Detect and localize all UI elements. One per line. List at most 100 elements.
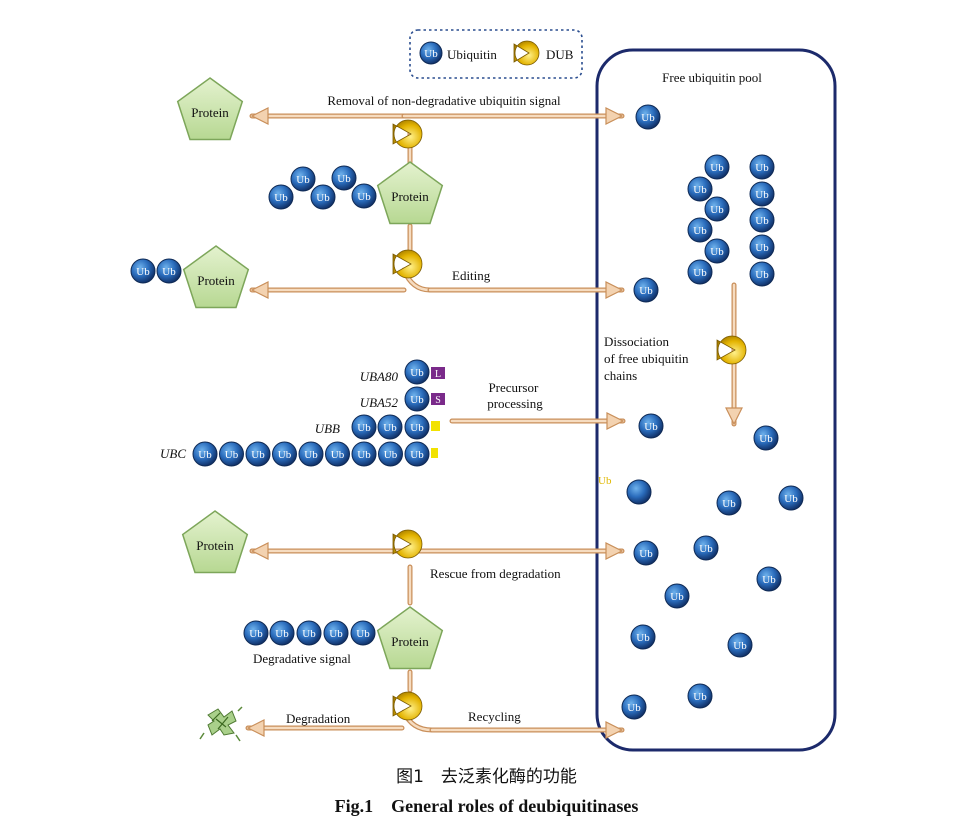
ubiquitin-free: Ub <box>635 104 661 130</box>
ubiquitin-ubc: Ub <box>245 441 271 467</box>
svg-text:Ub: Ub <box>641 112 655 124</box>
svg-text:Ub: Ub <box>302 628 316 640</box>
svg-text:Ub: Ub <box>722 498 736 510</box>
ubiquitin-pool-chain-a: Ub <box>704 238 730 264</box>
ubiquitin-ubc: Ub <box>298 441 324 467</box>
degraded-protein-icon <box>199 706 243 742</box>
svg-text:Ub: Ub <box>710 204 724 216</box>
gene-ubc: UBC <box>160 446 186 461</box>
label-degradative-signal: Degradative signal <box>253 651 351 666</box>
protein-degradative: Protein <box>376 606 444 670</box>
svg-text:Ub: Ub <box>755 189 769 201</box>
label-removal: Removal of non-degradative ubiquitin sig… <box>327 93 561 108</box>
figure-caption-chinese: 图1 去泛素化酶的功能 <box>396 767 577 787</box>
label-rescue: Rescue from degradation <box>430 566 561 581</box>
svg-text:Ub: Ub <box>644 421 658 433</box>
svg-text:Ub: Ub <box>693 225 707 237</box>
label-precursor: Precursor processing <box>487 380 543 411</box>
arrow-recycling-to-pool <box>429 721 625 739</box>
protein-editing: Protein <box>182 245 250 309</box>
svg-text:Ub: Ub <box>693 267 707 279</box>
label-recycling: Recycling <box>468 709 521 724</box>
ubiquitin-free: Ub <box>727 632 753 658</box>
ubiquitin-pool-chain-b: Ub <box>749 181 775 207</box>
ubiquitin-ubc: Ub <box>351 441 377 467</box>
svg-text:Ub: Ub <box>410 394 424 406</box>
svg-text:Ub: Ub <box>410 422 424 434</box>
ubiquitin-pool-chain-b: Ub <box>749 261 775 287</box>
tag-ubc-end <box>431 448 438 458</box>
svg-text:Ub: Ub <box>639 285 653 297</box>
svg-text:Protein: Protein <box>197 273 235 288</box>
figure-caption-english: Fig.1 General roles of deubiquitinases <box>334 796 639 816</box>
arrow-precursor-to-pool <box>449 412 626 430</box>
svg-text:Ub: Ub <box>296 174 310 186</box>
ubiquitin-pool-chain-a: Ub <box>687 176 713 202</box>
dub-enzymes <box>392 119 747 721</box>
dub-editing <box>392 249 423 279</box>
precursor-genes: UBA80 UBA52 UBB UBC L S <box>160 367 445 461</box>
ubiquitin-free: Ub <box>638 413 664 439</box>
label-degradation: Degradation <box>286 711 351 726</box>
svg-text:Ub: Ub <box>357 191 371 203</box>
protein-top: Protein <box>176 77 244 141</box>
svg-text:Ub: Ub <box>331 449 345 461</box>
svg-text:Ub: Ub <box>278 449 292 461</box>
ubiquitin-ubb: Ub <box>351 414 377 440</box>
dub-degradation <box>392 691 423 721</box>
svg-text:Ub: Ub <box>759 433 773 445</box>
protein-polyub: Protein <box>376 161 444 225</box>
svg-text:Ub: Ub <box>136 266 150 278</box>
ubiquitin-pool-chain-a: Ub <box>704 196 730 222</box>
svg-text:Ub: Ub <box>316 192 330 204</box>
gene-ubb: UBB <box>315 421 340 436</box>
svg-text:Ub: Ub <box>784 493 798 505</box>
label-loose-ub: Ub <box>598 475 612 487</box>
svg-text:Ub: Ub <box>733 640 747 652</box>
svg-text:Ub: Ub <box>755 215 769 227</box>
ubiquitin-degradative-chain: Ub <box>296 620 322 646</box>
ubiquitin-free: Ub <box>693 535 719 561</box>
ubiquitin-pool-chain-b: Ub <box>749 154 775 180</box>
ubiquitin-degradative-chain: Ub <box>243 620 269 646</box>
ubiquitin-free: Ub <box>687 683 713 709</box>
ubiquitin-chain-top: Ub <box>310 184 336 210</box>
svg-text:Ub: Ub <box>710 246 724 258</box>
tag-ubb-end <box>431 421 440 431</box>
ubiquitin-ubc: Ub <box>378 441 403 467</box>
ubiquitin-ubb: Ub <box>377 414 403 440</box>
arrow-removal-to-protein <box>249 107 407 125</box>
arrow-removal-to-pool <box>401 107 625 125</box>
pool-frame <box>595 48 837 752</box>
ubiquitin-degradative-chain: Ub <box>350 620 376 646</box>
arrow-rescue-to-pool <box>399 542 625 560</box>
dub-removal <box>392 119 423 149</box>
tag-s: S <box>431 393 445 406</box>
svg-text:Ub: Ub <box>337 173 351 185</box>
ubiquitin-ubc: Ub <box>219 441 244 467</box>
svg-text:Ub: Ub <box>356 628 370 640</box>
legend: Ub Ubiquitin DUB <box>409 29 583 79</box>
ubiquitin-degradative-chain: Ub <box>269 620 295 646</box>
svg-text:Ub: Ub <box>639 548 653 560</box>
protein-rescued: Protein <box>181 510 249 574</box>
ubiquitin-degradative-chain: Ub <box>323 620 349 646</box>
svg-text:Ub: Ub <box>357 449 371 461</box>
dub-pool <box>716 335 747 365</box>
svg-text:Protein: Protein <box>191 105 229 120</box>
legend-ubiquitin-icon: Ub <box>419 41 443 65</box>
arrow-rescue-to-protein <box>249 542 405 560</box>
svg-text:Ub: Ub <box>251 449 265 461</box>
dub-rescue <box>392 529 423 559</box>
ubiquitin-pool-chain-b: Ub <box>749 207 775 233</box>
legend-dub-icon <box>513 40 540 66</box>
svg-text:Ub: Ub <box>274 192 288 204</box>
svg-text:Ub: Ub <box>627 702 641 714</box>
ubiquitin-free: Ub <box>716 490 742 516</box>
svg-text:Ub: Ub <box>636 632 650 644</box>
ubiquitin-free: Ub <box>778 485 804 511</box>
ubiquitin-uba52: Ub <box>404 386 430 412</box>
